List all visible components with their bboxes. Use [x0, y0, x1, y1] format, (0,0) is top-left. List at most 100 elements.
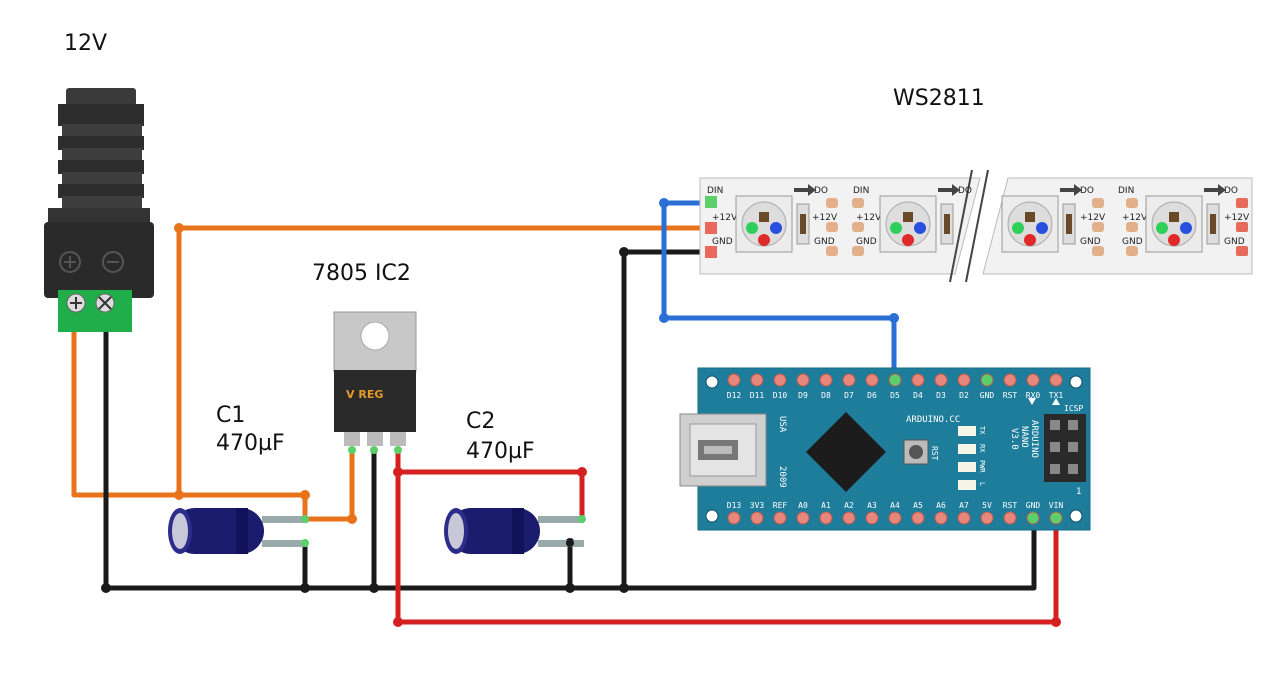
- terminal-block: [58, 290, 132, 332]
- pin-pad: [865, 511, 879, 525]
- strip-gnd-label: GND: [814, 237, 835, 247]
- plus-symbol-icon: [59, 251, 81, 273]
- pin-label: D3: [936, 391, 946, 400]
- voltage-regulator-7805: V REG: [333, 311, 417, 454]
- minus-symbol-icon: [102, 251, 124, 273]
- strip-gnd-label: GND: [1122, 237, 1143, 247]
- model-label-1: ARDUINO: [1029, 420, 1039, 458]
- cap1-name-label: C1: [216, 403, 245, 428]
- capacitor-c2: [444, 508, 586, 554]
- pin-label: 5V: [982, 501, 992, 510]
- led-strip-label: WS2811: [893, 86, 985, 111]
- pin-label: 3V3: [750, 501, 765, 510]
- pin-pad: [911, 373, 925, 387]
- usb-connector: [679, 413, 767, 487]
- pin-pad: [980, 511, 994, 525]
- pin-label: D4: [913, 391, 923, 400]
- strip-12v-label: +12V: [812, 213, 838, 223]
- icsp-header: [1044, 414, 1086, 482]
- brand-label: ARDUINO.CC: [906, 415, 960, 425]
- pin-pad: [865, 373, 879, 387]
- power-jack-label: 12V: [64, 31, 107, 56]
- pin-label: GND: [1026, 501, 1041, 510]
- pin-pad: [1049, 511, 1063, 525]
- pin-pad: [957, 511, 971, 525]
- triangle-up-icon: [1052, 398, 1060, 405]
- dc-power-jack: [44, 88, 154, 332]
- pin-label: A2: [844, 501, 854, 510]
- pin-pad: [888, 373, 902, 387]
- arrow-right-icon: [794, 184, 816, 196]
- pin-pad: [1003, 511, 1017, 525]
- pin-pad: [796, 511, 810, 525]
- pin-label: D13: [727, 501, 742, 510]
- l-label: L: [978, 482, 986, 486]
- led-chip: [735, 195, 793, 253]
- rx-label: RX: [978, 444, 986, 453]
- strip-gnd-label: GND: [1224, 237, 1245, 247]
- icsp-label: ICSP: [1064, 404, 1083, 413]
- pin-label: A4: [890, 501, 900, 510]
- led-tx: [958, 426, 976, 436]
- strip-din-label: DIN: [1118, 186, 1134, 196]
- rst-label: RST: [930, 446, 939, 461]
- pin-label: REF: [773, 501, 788, 510]
- strip-12v-label: +12V: [712, 213, 738, 223]
- pin-pad: [1026, 373, 1040, 387]
- pin-label: A0: [798, 501, 808, 510]
- arrow-right-icon: [1060, 184, 1082, 196]
- triangle-down-icon: [1028, 398, 1036, 405]
- pin-pad: [750, 373, 764, 387]
- pin-label: GND: [980, 391, 995, 400]
- pin-pad: [819, 511, 833, 525]
- pin-pad: [911, 511, 925, 525]
- pin-pad: [1049, 373, 1063, 387]
- pin-label: A5: [913, 501, 923, 510]
- strip-gnd-label: GND: [1080, 237, 1101, 247]
- strip-do-label: DO: [1080, 186, 1094, 196]
- strip-12v-label: +12V: [1122, 213, 1148, 223]
- pin-pad: [727, 373, 741, 387]
- led-chip: [879, 195, 937, 253]
- regulator-marking: V REG: [346, 388, 383, 401]
- arrow-right-icon: [938, 184, 960, 196]
- pin-pad: [980, 373, 994, 387]
- pin-label: A7: [959, 501, 969, 510]
- cap2-name-label: C2: [466, 409, 495, 434]
- pin-label: RST: [1003, 391, 1018, 400]
- strip-do-label: DO: [814, 186, 828, 196]
- pin-label: D5: [890, 391, 900, 400]
- arrow-right-icon: [1204, 184, 1226, 196]
- year-label: 2009: [777, 466, 787, 488]
- pin-label: VIN: [1049, 501, 1064, 510]
- usa-label: USA: [777, 416, 787, 433]
- pin-pad: [727, 511, 741, 525]
- pin-label: A1: [821, 501, 831, 510]
- pin-pad: [934, 511, 948, 525]
- pin-label: D9: [798, 391, 808, 400]
- pin-label: D12: [727, 391, 742, 400]
- pin-pad: [750, 511, 764, 525]
- strip-gnd-label: GND: [856, 237, 877, 247]
- pin-label: D2: [959, 391, 969, 400]
- pin-pad: [773, 373, 787, 387]
- cap1-value-label: 470µF: [216, 431, 285, 456]
- pin-pad: [773, 511, 787, 525]
- strip-12v-label: +12V: [1224, 213, 1250, 223]
- led-l: [958, 480, 976, 490]
- led-chip: [1145, 195, 1203, 253]
- pin-pad: [1026, 511, 1040, 525]
- pin-label: A6: [936, 501, 946, 510]
- pin-label: D7: [844, 391, 854, 400]
- tx-label: TX: [978, 426, 986, 435]
- icsp-pin1-label: 1: [1076, 487, 1081, 497]
- regulator-label: 7805 IC2: [312, 261, 411, 286]
- pwr-label: PWR: [978, 460, 986, 473]
- pin-label: TX1: [1049, 391, 1064, 400]
- strip-din-label: DIN: [707, 186, 723, 196]
- strip-do-label: DO: [958, 186, 972, 196]
